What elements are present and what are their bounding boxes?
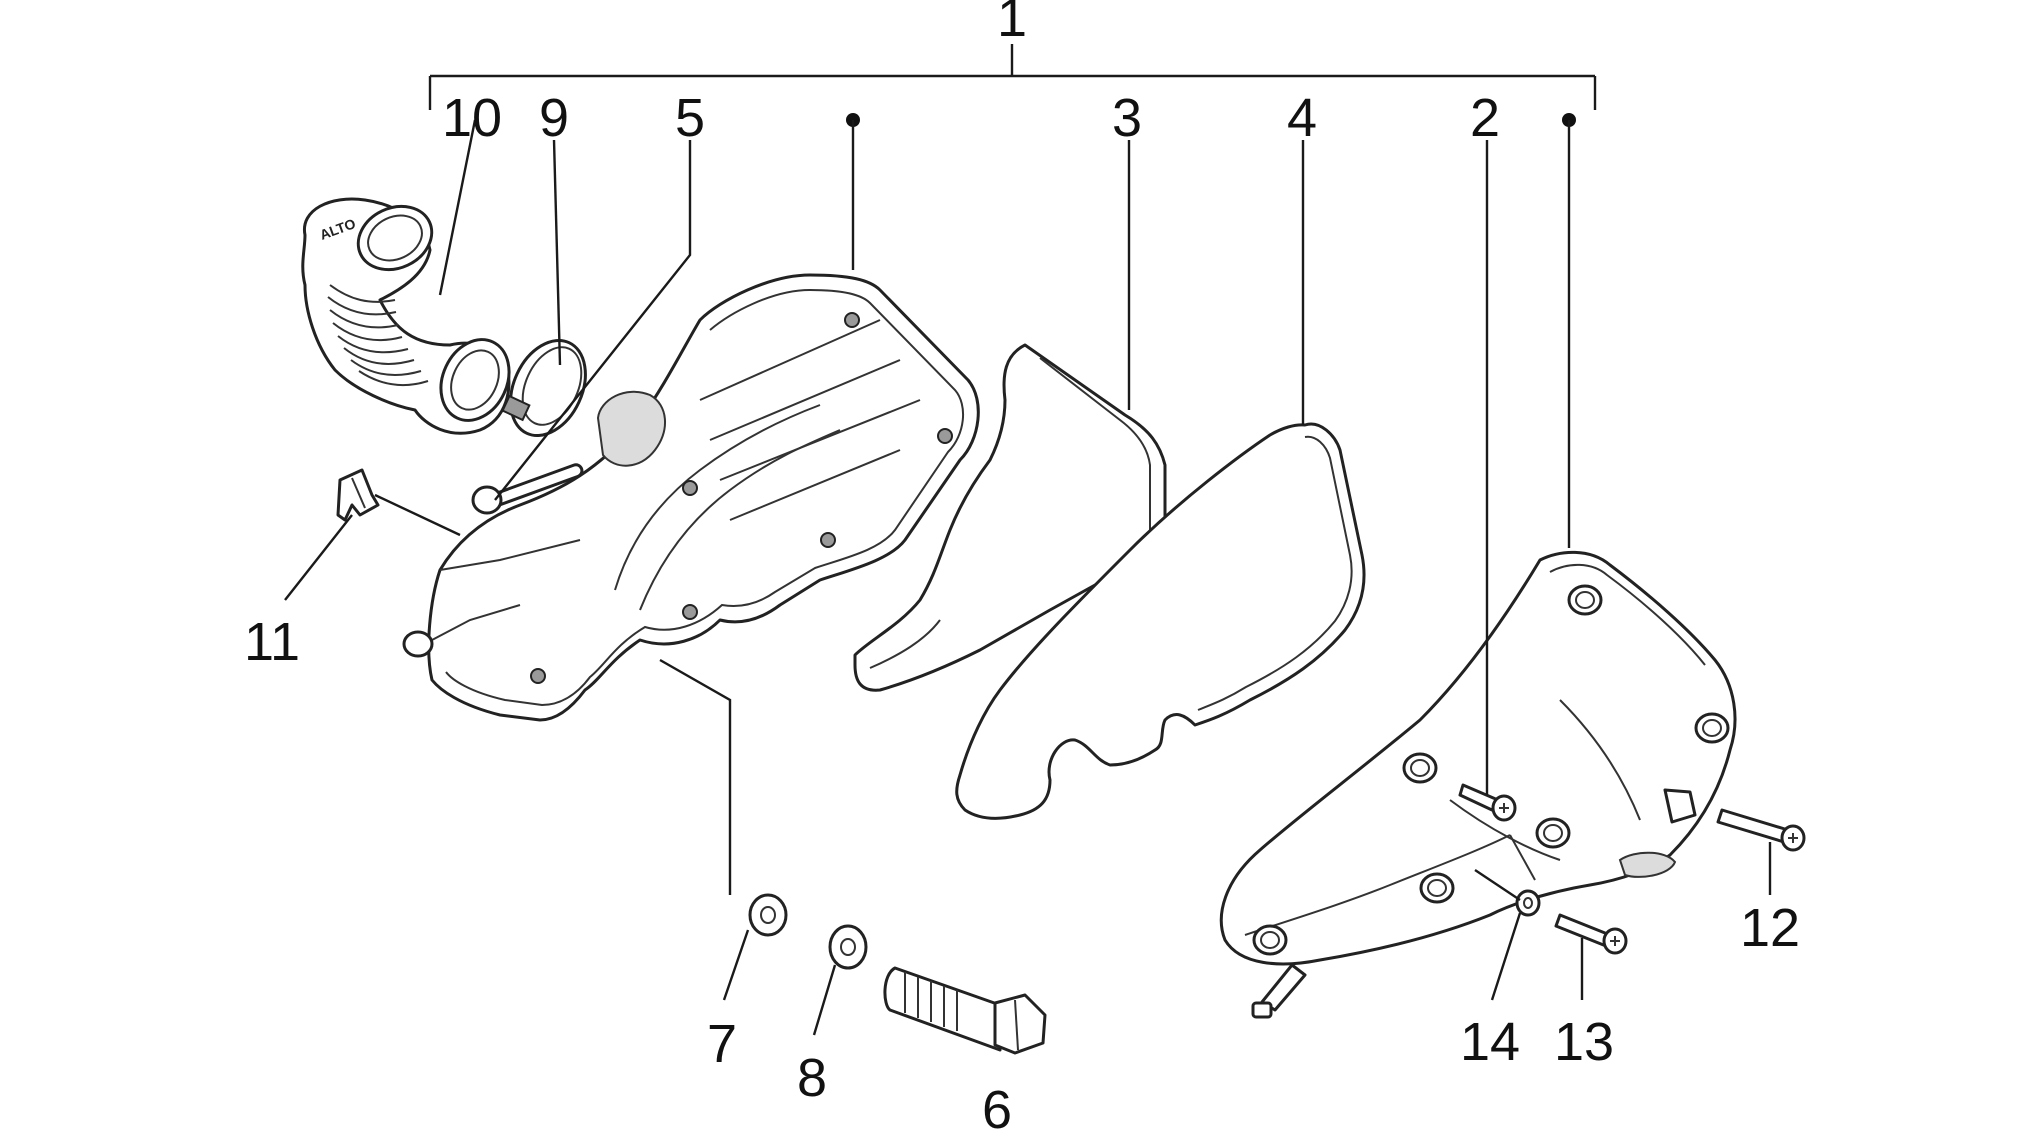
callout-13: 13 [1554, 1012, 1614, 1072]
washer-flat [748, 893, 788, 937]
assembly-bracket [428, 44, 1597, 110]
gasket-seal [955, 422, 1366, 820]
callout-7: 7 [707, 1014, 737, 1074]
screw-side [1716, 808, 1806, 852]
callout-4: 4 [1287, 88, 1317, 148]
filter-cover-upper [1219, 550, 1737, 1019]
callout-3: 3 [1112, 88, 1142, 148]
callout-1: 1 [997, 0, 1027, 48]
leader-lines [284, 119, 1772, 1036]
callout-5: 5 [675, 88, 705, 148]
callout-2: 2 [1470, 88, 1500, 148]
callout-11: 11 [244, 612, 300, 672]
spring-clip [336, 468, 380, 522]
hex-bolt [883, 966, 1047, 1055]
callout-8: 8 [797, 1048, 827, 1108]
callout-14: 14 [1460, 1012, 1520, 1072]
washer-small [1515, 889, 1541, 917]
callout-9: 9 [539, 88, 569, 148]
callout-12: 12 [1740, 898, 1800, 958]
intake-hose: ALTO [301, 197, 511, 435]
filter-case-lower [402, 273, 980, 722]
callout-6: 6 [982, 1080, 1012, 1130]
screw-bottom [1554, 913, 1628, 955]
washer-rubber [828, 924, 868, 970]
callout-10: 10 [442, 88, 502, 148]
